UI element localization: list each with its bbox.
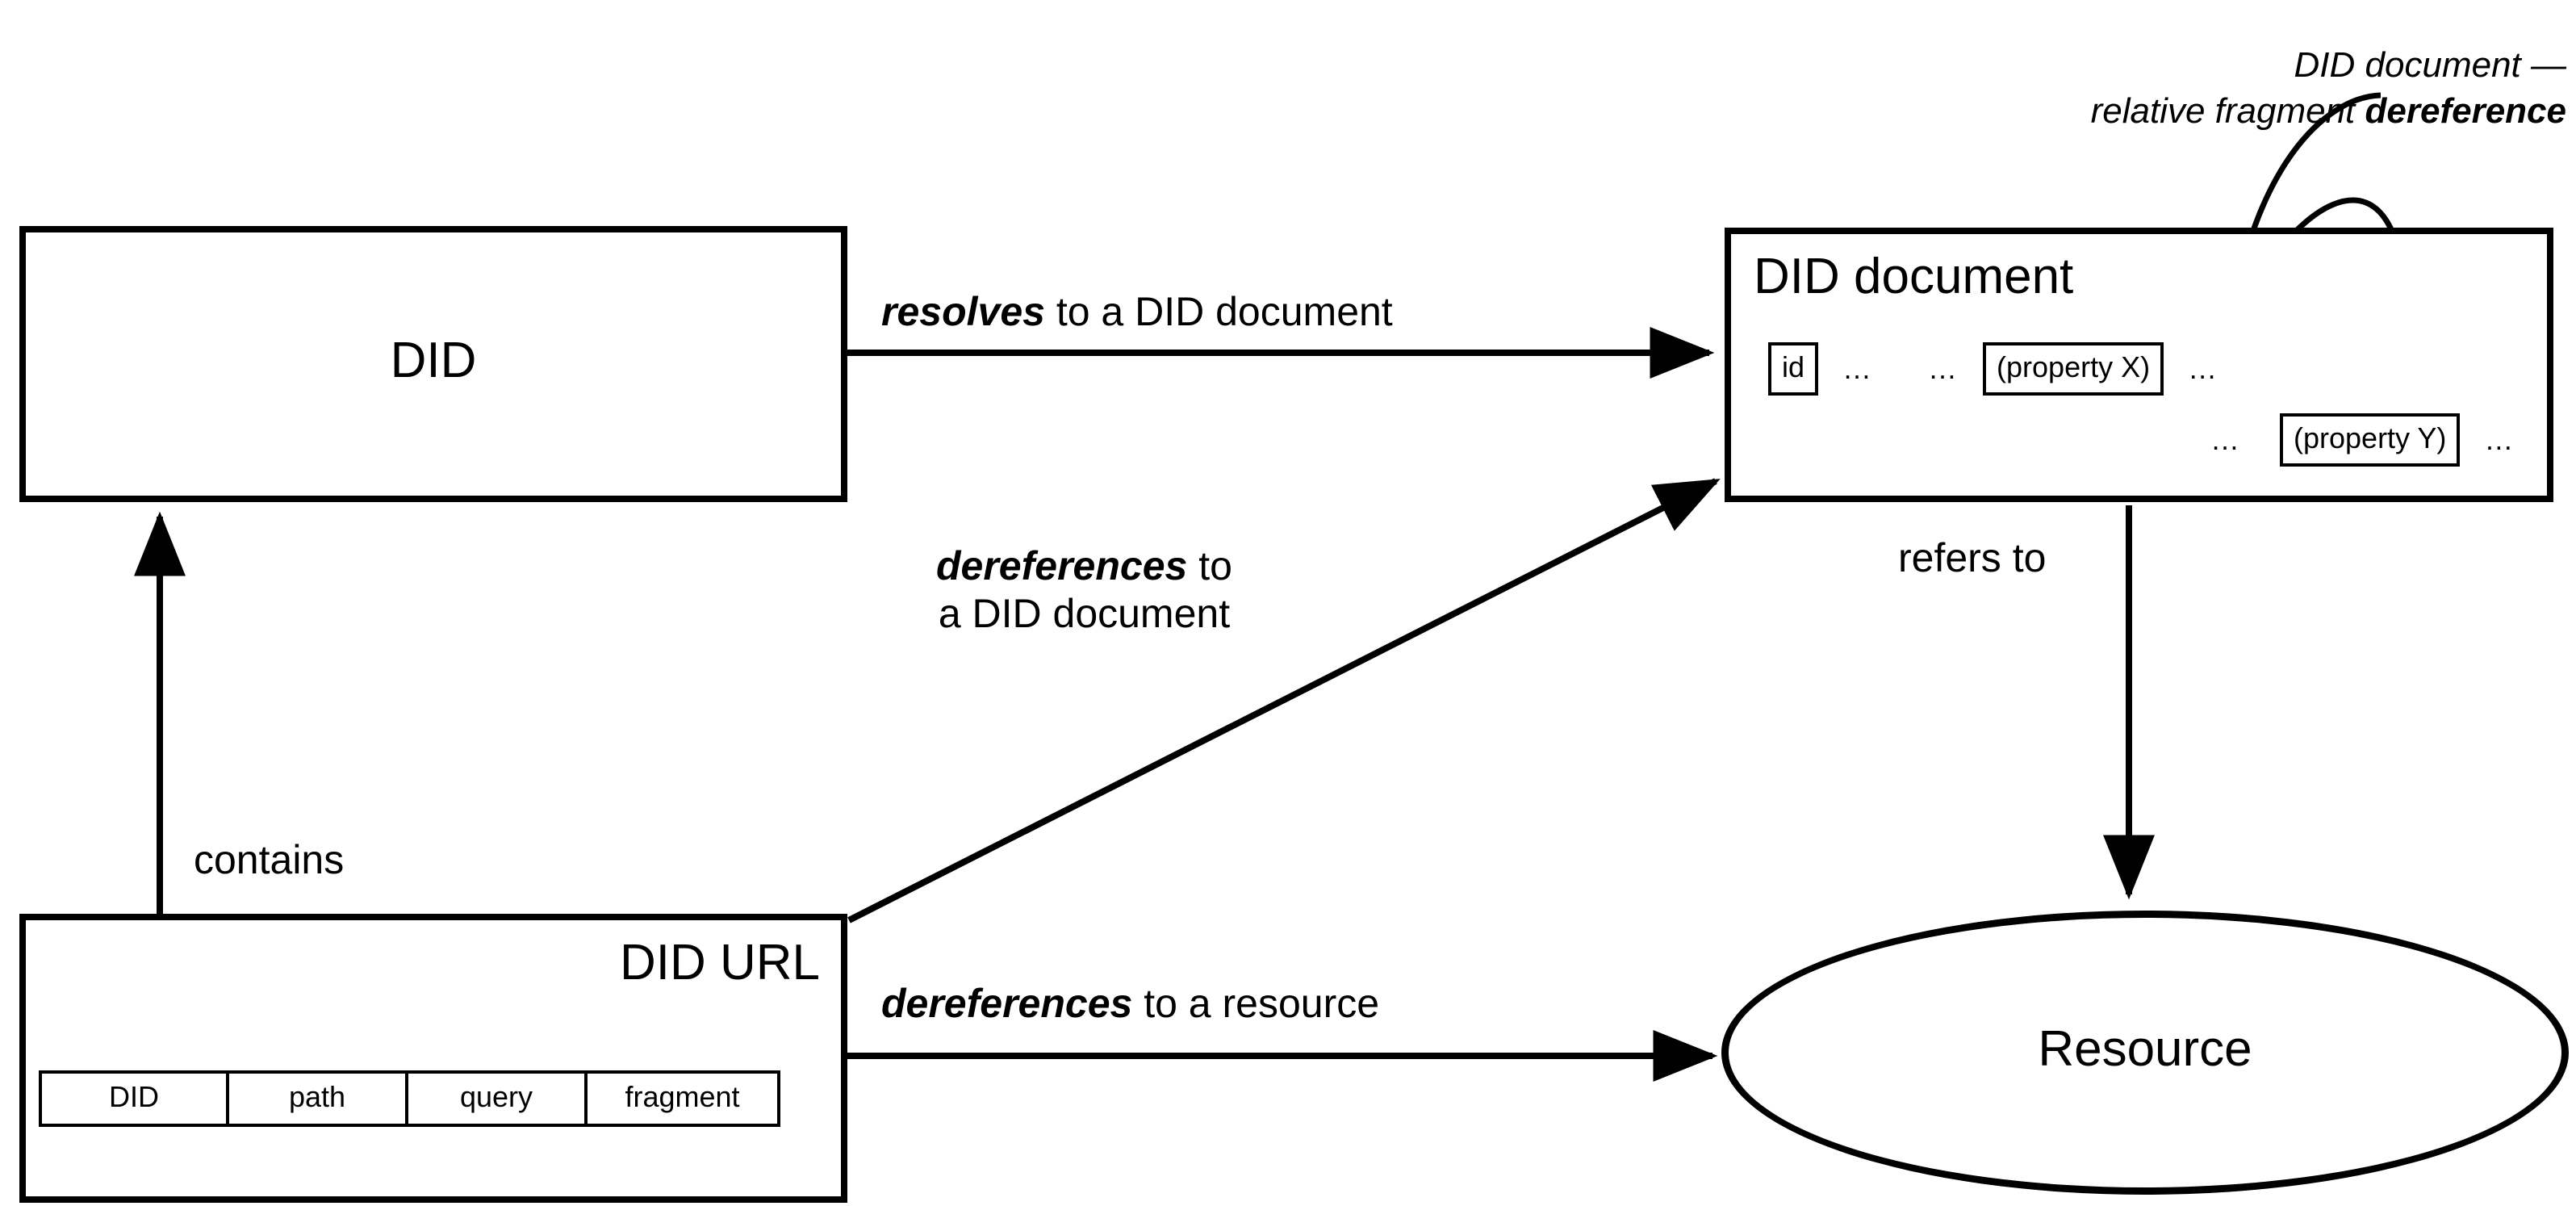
- node-resource[interactable]: Resource: [1721, 911, 2569, 1195]
- ellipsis-4: …: [2210, 423, 2241, 456]
- edge-label-dereferences-resource-emphasis: dereferences: [881, 981, 1133, 1026]
- property-chip-y[interactable]: (property Y): [2280, 413, 2461, 467]
- did-url-segment-bar: DID path query fragment: [39, 1070, 780, 1127]
- ellipsis-5: …: [2484, 423, 2515, 456]
- node-did-document[interactable]: DID document id … … (property X) … … (pr…: [1725, 228, 2553, 502]
- edge-label-dereferences-document-emphasis: dereferences: [936, 543, 1188, 588]
- node-did-url-label: DID URL: [619, 935, 820, 990]
- edge-label-resolves-rest: to a DID document: [1044, 289, 1393, 334]
- ellipsis-3: …: [2188, 352, 2219, 385]
- did-document-property-row-1: id … … (property X) …: [1768, 342, 2222, 396]
- edge-label-dereferences-resource: dereferences to a resource: [881, 980, 1379, 1028]
- did-url-segment-path[interactable]: path: [226, 1070, 405, 1127]
- did-url-segment-did[interactable]: DID: [39, 1070, 226, 1127]
- edge-label-dereferences-document-line2: a DID document: [938, 591, 1231, 636]
- node-did[interactable]: DID: [19, 226, 847, 502]
- edge-label-dereferences-document-rest: to: [1187, 543, 1232, 588]
- property-chip-id[interactable]: id: [1768, 342, 1819, 396]
- ellipsis-1: …: [1842, 352, 1874, 385]
- property-chip-x[interactable]: (property X): [1983, 342, 2164, 396]
- did-document-property-row-2: … (property Y) …: [2207, 413, 2518, 467]
- annotation-relative-fragment-dereference: DID document — relative fragment derefer…: [2091, 42, 2566, 134]
- annotation-line-2: relative fragment dereference: [2091, 88, 2566, 134]
- node-resource-label: Resource: [2038, 1021, 2252, 1077]
- edge-label-refers-to: refers to: [1898, 535, 2047, 580]
- did-url-segment-fragment[interactable]: fragment: [584, 1070, 780, 1127]
- edge-label-dereferences-document-line1: dereferences to: [936, 542, 1232, 590]
- annotation-line-2-plain: relative fragment: [2090, 91, 2365, 132]
- edge-label-contains: contains: [194, 837, 345, 882]
- ellipsis-2: …: [1928, 352, 1959, 385]
- edge-label-dereferences-resource-rest: to a resource: [1132, 981, 1380, 1026]
- annotation-line-1: DID document —: [2294, 45, 2566, 85]
- annotation-line-2-emphasis: dereference: [2365, 91, 2566, 132]
- node-did-label: DID: [390, 333, 477, 388]
- node-did-url[interactable]: DID URL DID path query fragment: [19, 914, 847, 1203]
- edge-label-resolves-emphasis: resolves: [881, 289, 1045, 334]
- edge-label-dereferences-document: dereferences to a DID document: [936, 542, 1232, 638]
- node-did-document-label: DID document: [1754, 249, 2074, 304]
- did-url-segment-query[interactable]: query: [405, 1070, 584, 1127]
- edge-label-resolves: resolves to a DID document: [881, 288, 1393, 336]
